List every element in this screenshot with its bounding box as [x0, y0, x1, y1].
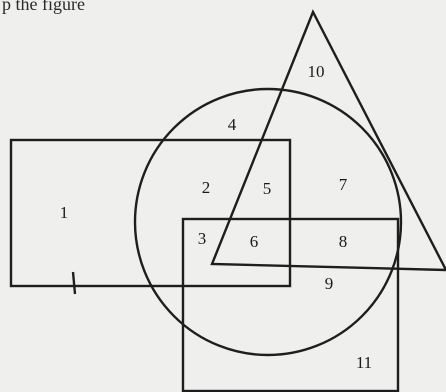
region-label-3: 3 [198, 229, 207, 248]
region-label-5: 5 [263, 179, 272, 198]
header-text: p the figure [2, 0, 85, 14]
region-label-10: 10 [308, 62, 325, 81]
region-label-6: 6 [250, 232, 259, 251]
region-label-9: 9 [325, 274, 334, 293]
tick-mark [71, 271, 77, 295]
rectangle-bottom [181, 217, 400, 392]
triangle [210, 9, 446, 272]
region-label-8: 8 [339, 232, 348, 251]
region-label-7: 7 [339, 175, 348, 194]
region-label-2: 2 [202, 178, 211, 197]
region-label-11: 11 [356, 353, 372, 372]
region-label-1: 1 [60, 203, 69, 222]
region-label-4: 4 [228, 115, 237, 134]
circle [133, 87, 403, 357]
